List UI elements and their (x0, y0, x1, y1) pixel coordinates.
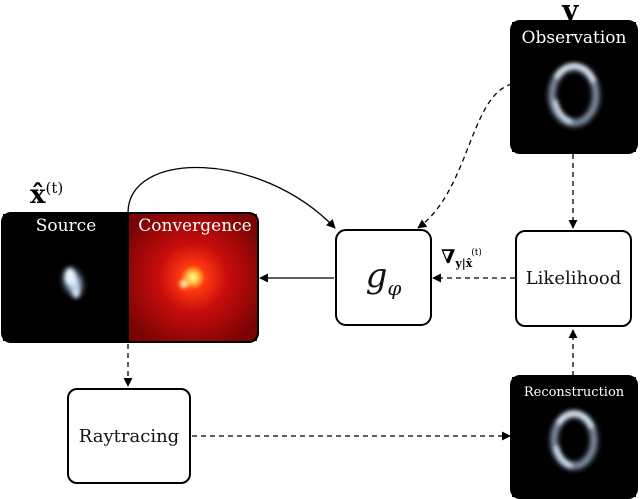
reconstruction-lens-image (512, 377, 636, 497)
raytracing-box: Raytracing (67, 388, 191, 484)
network-box: gφ (335, 229, 432, 326)
observation-lens-image (512, 22, 636, 152)
reconstruction-caption: Reconstruction (523, 385, 625, 400)
likelihood-box: Likelihood (515, 230, 632, 327)
estimate-symbol: x̂(t) (30, 178, 64, 210)
estimate-panel-images (3, 214, 257, 341)
likelihood-label: Likelihood (525, 268, 622, 289)
estimate-panel: Source Convergence (1, 212, 259, 343)
curved-arrow-source-to-network (127, 166, 336, 229)
dashed-arrow-observation-to-network (417, 83, 513, 229)
raytracing-label: Raytracing (78, 425, 180, 447)
network-label: gφ (365, 255, 402, 300)
observation-caption: Observation (521, 28, 627, 48)
gradient-label: ∇y|x̂(t) (441, 246, 482, 271)
convergence-caption: Convergence (138, 216, 252, 236)
observation-panel: Observation (510, 20, 638, 154)
reconstruction-panel: Reconstruction (510, 375, 638, 499)
source-caption: Source (35, 216, 97, 236)
